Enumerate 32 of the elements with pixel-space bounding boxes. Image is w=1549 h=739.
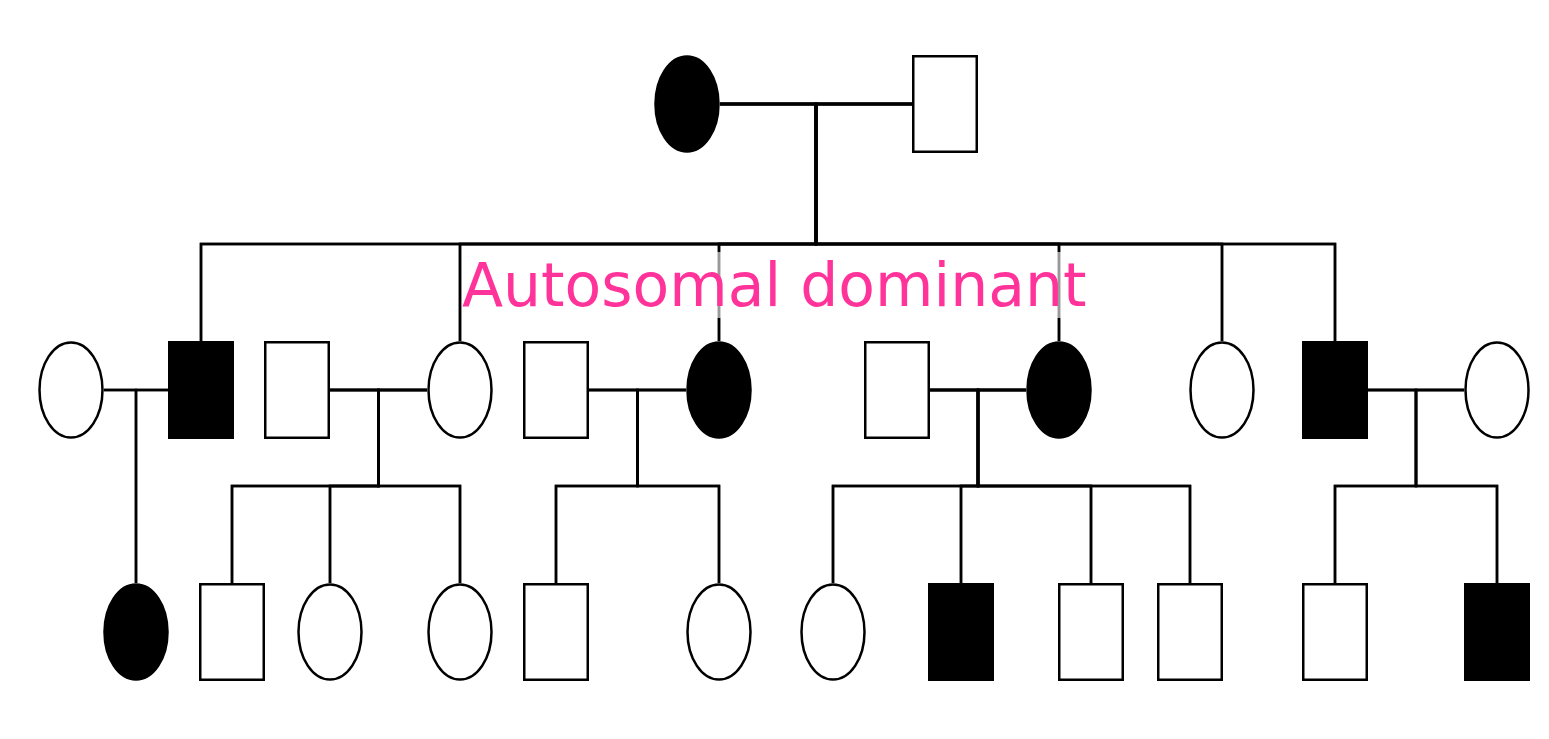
female-symbol: [38, 341, 104, 439]
male-symbol: [1157, 583, 1223, 681]
descent-line: [636, 388, 721, 583]
affected-female-symbol: [686, 341, 752, 439]
female-symbol: [427, 341, 493, 439]
affected-male-symbol: [1302, 341, 1368, 439]
female-symbol: [427, 583, 493, 681]
female-symbol: [800, 583, 866, 681]
affected-male-symbol: [928, 583, 994, 681]
affected-female-symbol: [103, 583, 169, 681]
female-symbol: [1189, 341, 1255, 439]
male-symbol: [523, 341, 589, 439]
descent-line: [377, 388, 462, 583]
descent-line: [976, 388, 1192, 583]
affected-male-symbol: [1464, 583, 1530, 681]
male-symbol: [864, 341, 930, 439]
descent-line: [1414, 388, 1499, 583]
female-symbol: [1464, 341, 1530, 439]
male-symbol: [264, 341, 330, 439]
male-symbol: [1058, 583, 1124, 681]
male-symbol: [523, 583, 589, 681]
female-symbol: [686, 583, 752, 681]
male-symbol: [199, 583, 265, 681]
descent-line: [814, 102, 1337, 341]
male-symbol: [1302, 583, 1368, 681]
female-symbol: [297, 583, 363, 681]
male-symbol: [912, 55, 978, 153]
title: Autosomal dominant: [462, 252, 1087, 318]
affected-male-symbol: [168, 341, 234, 439]
affected-female-symbol: [1026, 341, 1092, 439]
descent-line: [134, 388, 168, 583]
affected-female-symbol: [654, 55, 720, 153]
